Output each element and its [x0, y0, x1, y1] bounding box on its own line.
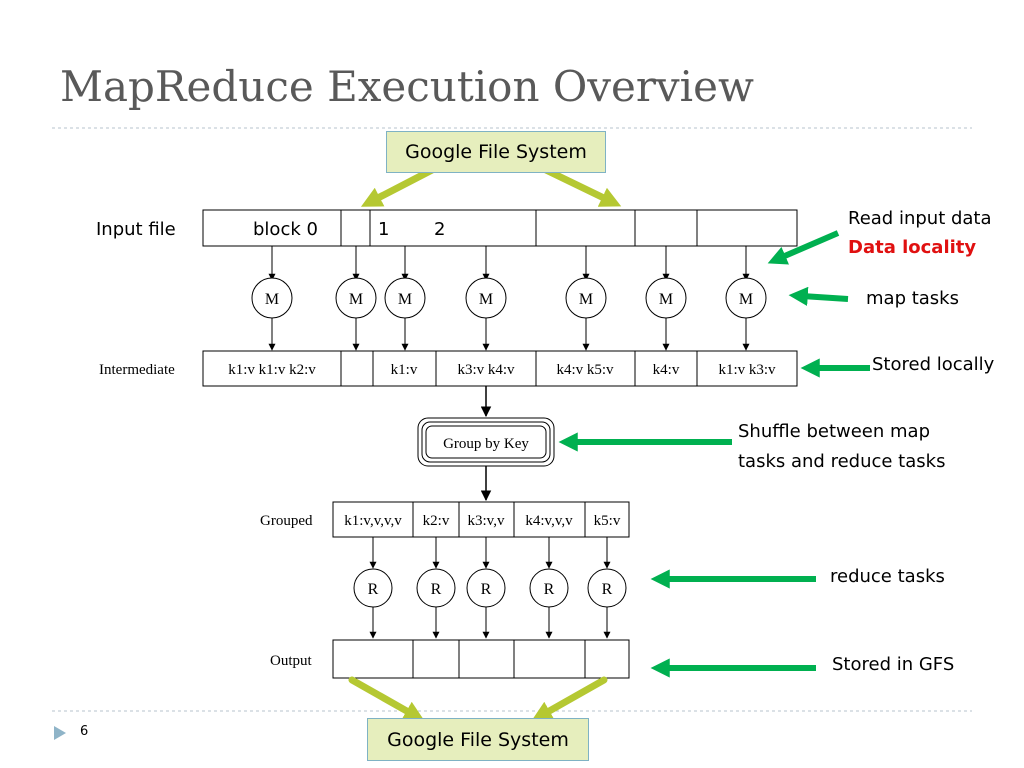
map-task-4: M: [479, 291, 493, 308]
stored-locally-note: Stored locally: [872, 354, 995, 375]
reduce-to-output-arrows: [369, 607, 611, 639]
map-to-intermediate-arrows: [268, 318, 750, 351]
map-task-7: M: [739, 291, 753, 308]
stored-gfs-note: Stored in GFS: [832, 654, 955, 675]
reduce-task-3: R: [481, 581, 492, 598]
input-to-map-arrows: [268, 246, 750, 281]
grouped-table: [332, 501, 630, 538]
gfs-top-box: Google File System: [386, 131, 606, 173]
grouped-cell-3: k3:v,v: [468, 513, 505, 529]
read-input-note: Read input data: [848, 208, 992, 229]
intermediate-cell-1: k1:v k1:v k2:v: [228, 362, 316, 378]
input-block-1: 1: [378, 219, 389, 240]
output-table: [332, 639, 630, 679]
grouped-cell-1: k1:v,v,v,v: [344, 513, 402, 529]
input-file-table: [202, 209, 798, 247]
grouped-cell-2: k2:v: [423, 513, 450, 529]
intermediate-cell-3: k1:v: [391, 362, 418, 378]
intermediate-cell-4: k3:v k4:v: [457, 362, 515, 378]
data-locality-note: Data locality: [848, 237, 977, 258]
shuffle-note-line1: Shuffle between map: [738, 421, 930, 442]
intermediate-cell-5: k4:v k5:v: [556, 362, 614, 378]
reduce-circles: [353, 568, 627, 608]
page-marker-icon: [54, 726, 66, 740]
map-task-1: M: [265, 291, 279, 308]
reduce-task-4: R: [544, 581, 555, 598]
map-tasks-note: map tasks: [866, 288, 959, 309]
gfs-olive-arrows: [348, 166, 622, 722]
output-label: Output: [270, 653, 313, 669]
reduce-tasks-note: reduce tasks: [830, 566, 945, 587]
reduce-task-2: R: [431, 581, 442, 598]
input-block-0: block 0: [253, 219, 318, 240]
map-task-2: M: [349, 291, 363, 308]
map-task-6: M: [659, 291, 673, 308]
intermediate-table: [202, 350, 798, 387]
input-block-2: 2: [434, 219, 445, 240]
grouped-to-reduce-arrows: [369, 537, 611, 569]
intermediate-cell-6: k4:v: [653, 362, 680, 378]
group-by-key-label: Group by Key: [443, 436, 529, 452]
page-number: 6: [80, 724, 89, 739]
shuffle-note-line2: tasks and reduce tasks: [738, 451, 946, 472]
intermediate-label: Intermediate: [99, 362, 175, 378]
map-task-5: M: [579, 291, 593, 308]
map-circles: [251, 277, 767, 319]
input-file-label: Input file: [96, 219, 176, 240]
annotation-green-arrows: [558, 230, 870, 678]
reduce-task-1: R: [368, 581, 379, 598]
intermediate-cell-7: k1:v k3:v: [718, 362, 776, 378]
grouped-cell-4: k4:v,v,v: [525, 513, 573, 529]
grouped-label: Grouped: [260, 513, 313, 529]
gfs-bottom-box: Google File System: [367, 718, 589, 761]
slide-title: MapReduce Execution Overview: [60, 62, 754, 111]
grouped-cell-5: k5:v: [594, 513, 621, 529]
map-task-3: M: [398, 291, 412, 308]
reduce-task-5: R: [602, 581, 613, 598]
